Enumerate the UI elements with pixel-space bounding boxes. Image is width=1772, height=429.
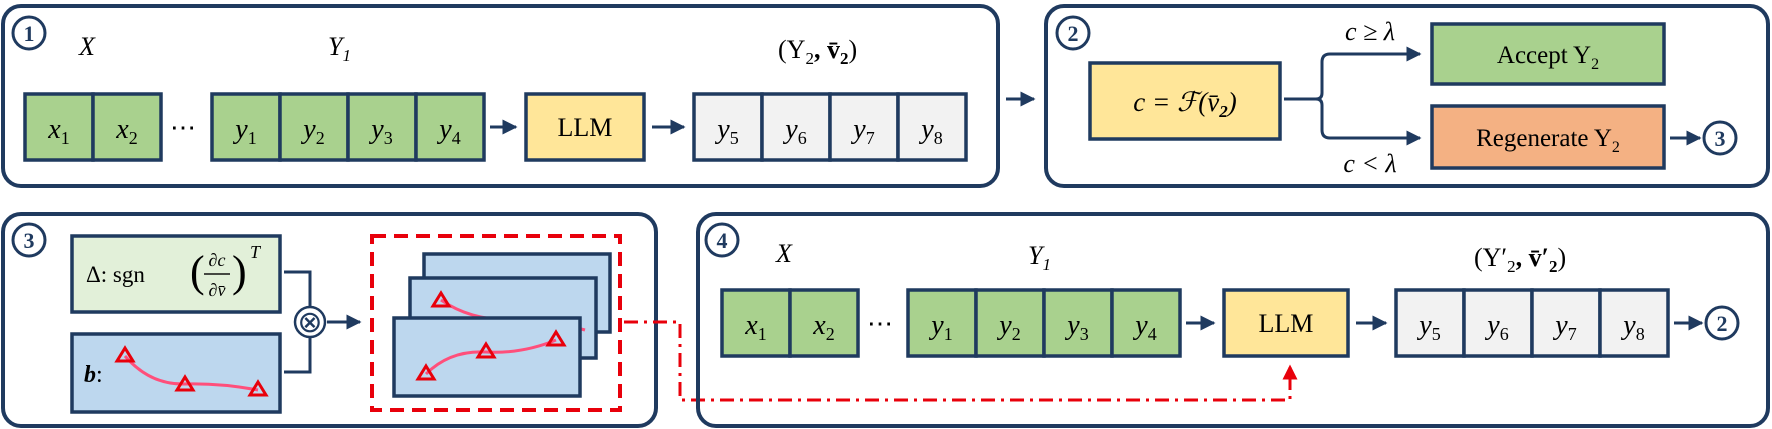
goto-step-2-badge: 2: [1704, 305, 1740, 341]
svg-text:3: 3: [1715, 126, 1726, 151]
svg-text:T: T: [250, 242, 262, 262]
svg-text:∂v̄: ∂v̄: [209, 280, 226, 300]
panel-4: 4 X Y1 (Y′2, v̄′2) x1 x2 ⋯ y1 y2 y3 y4 L…: [696, 212, 1770, 428]
step-badge-3: 3: [11, 222, 47, 258]
panel-1: 1 X Y1 (Y2, v̄2) x1 x2 ⋯ y1 y2 y3 y4 LLM: [1, 4, 1000, 188]
svg-text:1: 1: [24, 21, 35, 46]
step-badge-2: 2: [1055, 15, 1091, 51]
regenerate-box: Regenerate Y2: [1430, 104, 1666, 170]
token-y3: y3: [1064, 310, 1088, 344]
svg-text:Accept Y2: Accept Y2: [1497, 42, 1599, 73]
output-label: (Y′2, v̄′2): [1474, 243, 1566, 276]
token-y8: y8: [918, 114, 942, 148]
token-y5: y5: [1416, 310, 1440, 344]
token-y5: y5: [714, 114, 738, 148]
svg-text:∂c: ∂c: [209, 250, 226, 270]
svg-text:b:: b:: [84, 362, 103, 388]
token-y4: y4: [436, 114, 460, 148]
prefix-label-y1: Y1: [1028, 241, 1051, 274]
condition-accept: c ≥ λ: [1345, 17, 1395, 46]
token-y7: y7: [850, 114, 874, 148]
svg-text:3: 3: [24, 228, 35, 253]
token-x1: x1: [744, 310, 766, 344]
perturbed-curves-stack: [370, 234, 622, 412]
svg-text:): ): [232, 247, 247, 296]
perturbation-injection-arrow: [624, 320, 1298, 402]
svg-text:Regenerate Y2: Regenerate Y2: [1476, 125, 1620, 156]
branch-regenerate-arrow: [1315, 97, 1422, 146]
svg-text:2: 2: [1068, 21, 1079, 46]
input-tokens: x1 x2: [23, 92, 163, 162]
gradient-sign-box: Δ: sgn ( ∂c ∂v̄ ) T: [70, 234, 282, 314]
svg-text:4: 4: [717, 228, 728, 253]
token-y6: y6: [1484, 310, 1508, 344]
input-label-x: X: [775, 239, 793, 268]
ellipsis: ⋯: [170, 113, 196, 142]
svg-text:c = ℱ(v̄2): c = ℱ(v̄2): [1133, 87, 1236, 121]
input-tokens: x1 x2: [720, 288, 860, 358]
token-y1: y1: [232, 114, 256, 148]
bias-curve-box: b:: [70, 332, 282, 414]
panel-2: 2 c = ℱ(v̄2) c ≥ λ c < λ Accept Y2 Regen…: [1044, 4, 1770, 188]
token-y4: y4: [1132, 310, 1156, 344]
token-y2: y2: [300, 114, 324, 148]
svg-text:LLM: LLM: [558, 113, 613, 142]
step-badge-1: 1: [11, 15, 47, 51]
llm-block: LLM: [524, 92, 646, 162]
output-tokens: y5 y6 y7 y8: [692, 92, 968, 162]
token-y7: y7: [1552, 310, 1576, 344]
panel-3: 3 Δ: sgn ( ∂c ∂v̄ ) T b: ⊗: [1, 212, 658, 428]
token-y2: y2: [996, 310, 1020, 344]
step-badge-4: 4: [704, 222, 740, 258]
input-label-x: X: [78, 32, 96, 61]
ellipsis: ⋯: [867, 309, 893, 338]
accept-box: Accept Y2: [1430, 22, 1666, 86]
condition-regenerate: c < λ: [1343, 149, 1396, 178]
svg-text:⊗: ⊗: [297, 305, 322, 340]
svg-text:2: 2: [1717, 311, 1728, 336]
prefix-label-y1: Y1: [328, 32, 351, 65]
prefix-tokens: y1 y2 y3 y4: [210, 92, 486, 162]
token-x2: x2: [115, 114, 137, 148]
otimes-operator: ⊗: [293, 305, 327, 340]
llm-block: LLM: [1222, 288, 1350, 358]
token-y1: y1: [928, 310, 952, 344]
confidence-formula: c = ℱ(v̄2): [1088, 61, 1282, 141]
token-y8: y8: [1620, 310, 1644, 344]
goto-step-3-badge: 3: [1702, 120, 1738, 156]
svg-text:Δ: sgn: Δ: sgn: [86, 262, 145, 287]
token-y3: y3: [368, 114, 392, 148]
token-x2: x2: [812, 310, 834, 344]
output-label: (Y2, v̄2): [778, 35, 857, 68]
prefix-tokens: y1 y2 y3 y4: [906, 288, 1182, 358]
token-x1: x1: [47, 114, 69, 148]
svg-text:LLM: LLM: [1259, 309, 1314, 338]
output-tokens: y5 y6 y7 y8: [1394, 288, 1670, 358]
svg-text:(: (: [190, 247, 205, 296]
token-y6: y6: [782, 114, 806, 148]
